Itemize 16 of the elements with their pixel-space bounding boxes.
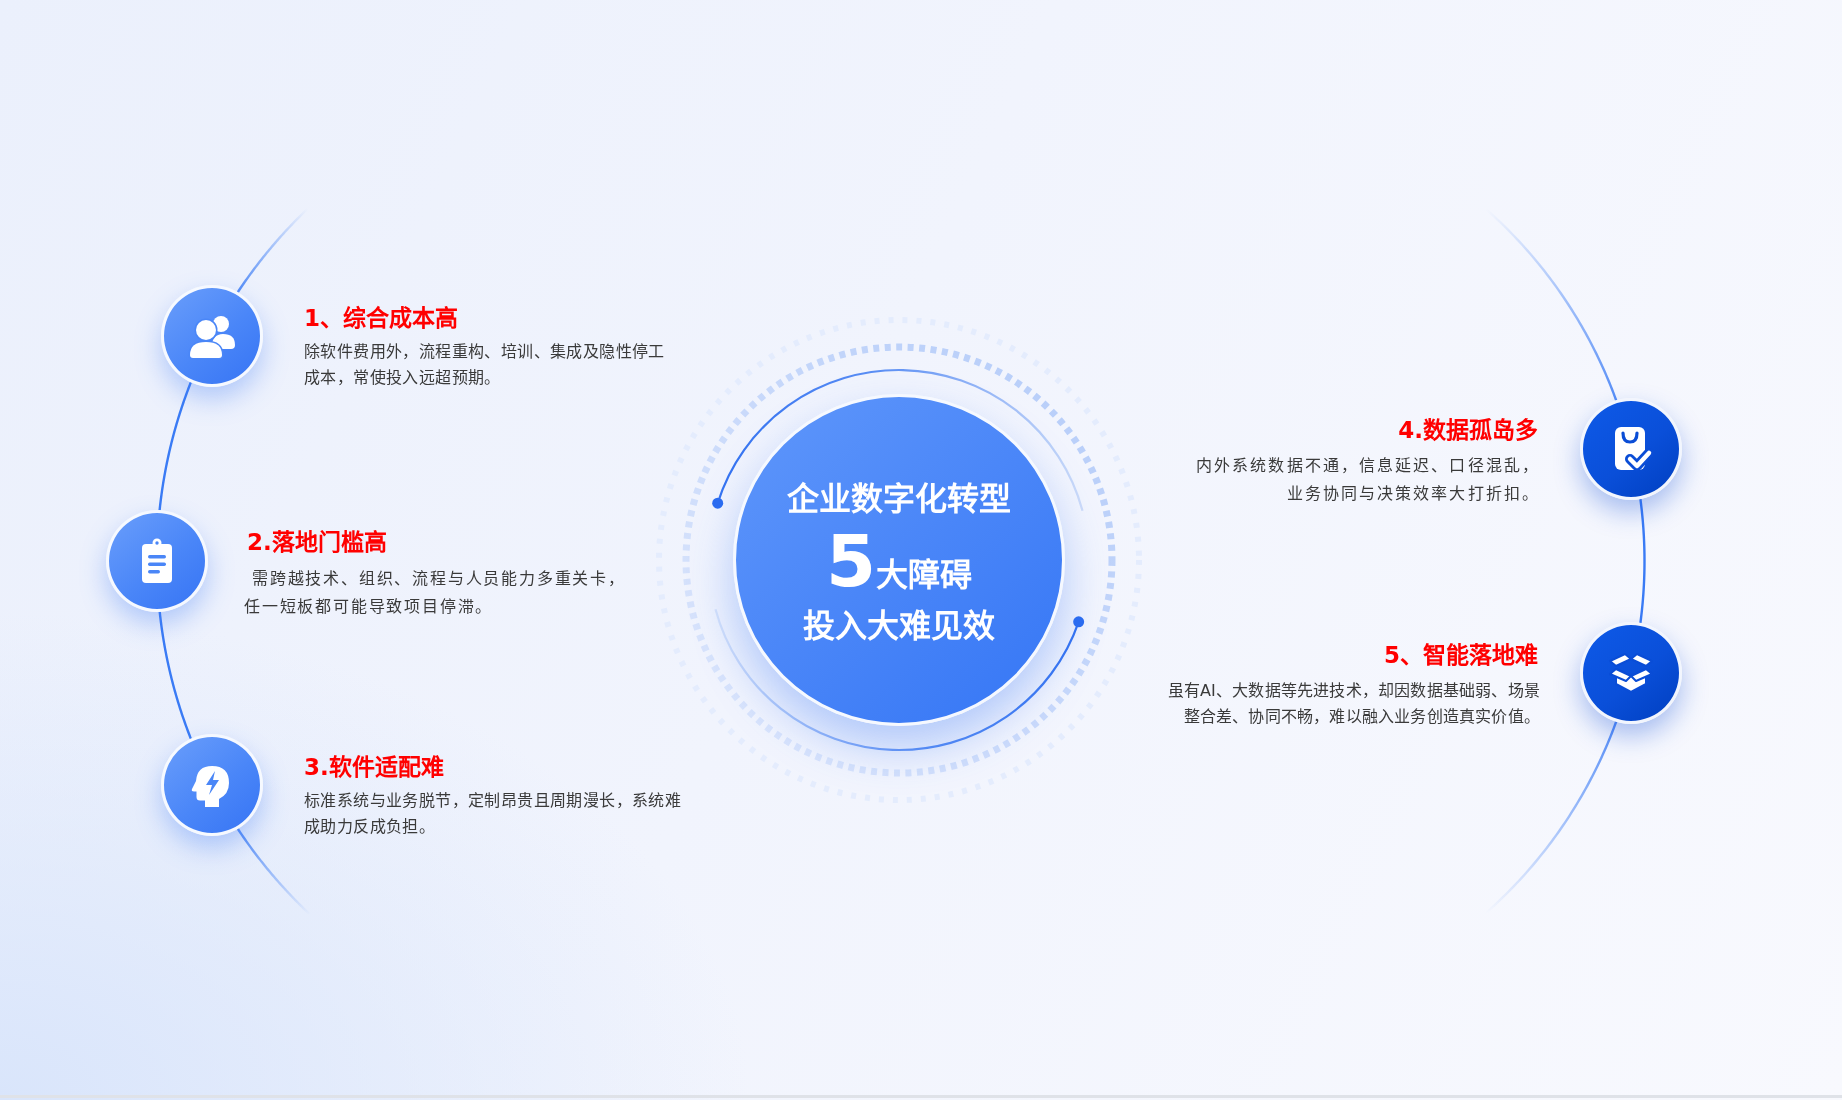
description: 内外系统数据不通，信息延迟、口径混乱，业务协同与决策效率大打折扣。	[1195, 455, 1540, 505]
heading: 3.软件适配难	[304, 753, 444, 782]
description: 需跨越技术、组织、流程与人员能力多重关卡，任一短板都可能导致项目停滞。	[244, 568, 627, 618]
arc-connector	[1639, 498, 1646, 624]
highlight-text: 5大障碍	[824, 525, 974, 597]
title-text: 企业数字化转型	[786, 479, 1012, 519]
description: 标准系统与业务脱节，定制昂贵且周期漫长，系统难成助力反成负担。	[304, 790, 683, 838]
heading: 2.落地门槛高	[247, 528, 387, 557]
description: 除软件费用外，流程重构、培训、集成及隐性停工成本，常使投入远超预期。	[304, 341, 666, 389]
description: 虽有AI、大数据等先进技术，却因数据基础弱、场景整合差、协同不畅，难以融入业务创造真实价值。	[1166, 680, 1540, 728]
subtitle-text: 投入大难见效	[802, 606, 996, 646]
heading: 4.数据孤岛多	[1398, 416, 1538, 445]
arc-connector	[158, 611, 192, 740]
heading: 1、综合成本高	[304, 304, 458, 333]
heading: 5、智能落地难	[1384, 641, 1538, 670]
arc-connector	[158, 381, 192, 511]
